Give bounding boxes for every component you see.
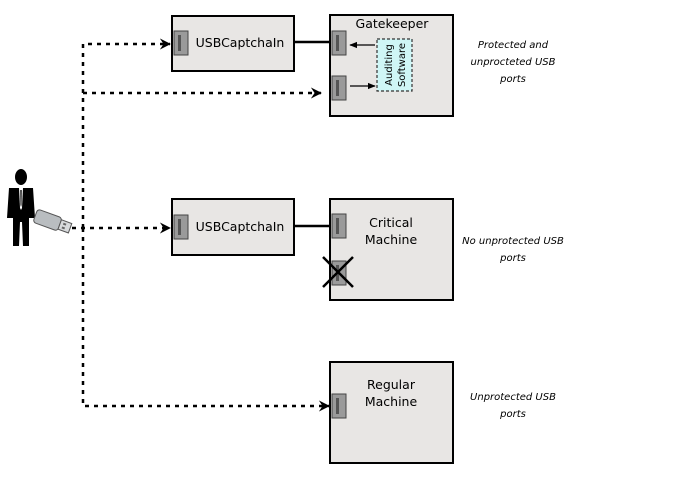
usbcaptchain-mid: USBCaptchaIn — [171, 198, 295, 256]
note-unprotected-line1: Unprotected USB — [470, 392, 556, 403]
regular-machine: Regular Machine — [329, 361, 454, 464]
usb-stick-icon — [33, 209, 73, 234]
gatekeeper-label: Gatekeeper — [356, 16, 430, 31]
note-unprotected-line2: ports — [499, 409, 526, 420]
usb-port-icon — [331, 30, 347, 56]
gatekeeper-machine: Gatekeeper Auditing Software — [329, 14, 454, 117]
usb-port-icon — [173, 30, 189, 56]
cross-icon — [322, 256, 354, 288]
note-protected-line3: ports — [499, 74, 526, 85]
regular-label-2: Machine — [365, 394, 418, 409]
note-no-unprotected-line2: ports — [499, 253, 526, 264]
person-in-suit-icon — [7, 169, 35, 246]
usbcaptchain-top: USBCaptchaIn — [171, 15, 295, 72]
critical-machine: Critical Machine — [322, 198, 454, 301]
regular-label-1: Regular — [367, 377, 416, 392]
auditing-label-2: Software — [397, 43, 408, 87]
usb-port-icon — [331, 213, 347, 239]
critical-label-2: Machine — [365, 232, 418, 247]
captcha-top-label: USBCaptchaIn — [196, 35, 285, 50]
usb-port-icon — [331, 75, 347, 101]
note-no-unprotected-line1: No unprotected USB — [462, 236, 564, 247]
critical-label-1: Critical — [369, 215, 413, 230]
note-protected-line1: Protected and — [478, 40, 549, 51]
usb-port-icon — [173, 214, 189, 240]
connector-to-regular-machine — [81, 228, 330, 412]
connector-to-captcha-top — [81, 38, 171, 228]
usb-port-icon — [331, 393, 347, 419]
dotted-connectors — [72, 38, 330, 412]
auditing-label-1: Auditing — [384, 44, 395, 86]
captcha-mid-label: USBCaptchaIn — [196, 219, 285, 234]
note-protected-line2: unprocteted USB — [471, 57, 556, 68]
auditing-software: Auditing Software — [376, 38, 413, 92]
